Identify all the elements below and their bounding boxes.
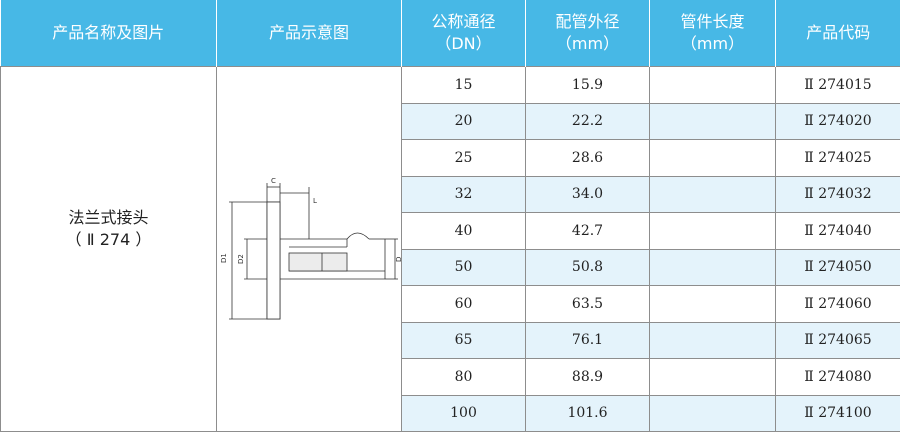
cell-code: Ⅱ 274032 xyxy=(776,176,900,213)
svg-text:L: L xyxy=(313,197,317,205)
cell-length xyxy=(650,359,776,396)
cell-length xyxy=(650,286,776,323)
cell-od: 22.2 xyxy=(526,103,650,140)
cell-od: 42.7 xyxy=(526,213,650,250)
cell-dn: 25 xyxy=(402,140,526,177)
cell-dn: 20 xyxy=(402,103,526,140)
cell-length xyxy=(650,249,776,286)
product-name: 法兰式接头 xyxy=(1,207,216,229)
cell-dn: 80 xyxy=(402,359,526,396)
cell-od: 15.9 xyxy=(526,67,650,104)
svg-text:D: D xyxy=(395,257,402,262)
cell-code: Ⅱ 274025 xyxy=(776,140,900,177)
cell-code: Ⅱ 274065 xyxy=(776,322,900,359)
cell-code: Ⅱ 274020 xyxy=(776,103,900,140)
cell-code: Ⅱ 274060 xyxy=(776,286,900,323)
cell-dn: 65 xyxy=(402,322,526,359)
cell-length xyxy=(650,140,776,177)
header-product-code: 产品代码 xyxy=(776,0,900,67)
table-row: 法兰式接头 （ Ⅱ 274 ） xyxy=(1,67,900,104)
diagram-cell: C D1 D2 D L xyxy=(217,67,402,432)
cell-od: 34.0 xyxy=(526,176,650,213)
flange-fitting-diagram: C D1 D2 D L xyxy=(217,67,402,431)
cell-dn: 32 xyxy=(402,176,526,213)
cell-od: 88.9 xyxy=(526,359,650,396)
product-name-cell: 法兰式接头 （ Ⅱ 274 ） xyxy=(1,67,217,432)
cell-od: 101.6 xyxy=(526,395,650,432)
header-fitting-length: 管件长度（mm） xyxy=(650,0,776,67)
header-row: 产品名称及图片 产品示意图 公称通径（DN） 配管外径（mm） 管件长度（mm）… xyxy=(1,0,900,67)
svg-text:D2: D2 xyxy=(237,254,245,264)
cell-code: Ⅱ 274040 xyxy=(776,213,900,250)
cell-dn: 40 xyxy=(402,213,526,250)
cell-dn: 50 xyxy=(402,249,526,286)
cell-od: 76.1 xyxy=(526,322,650,359)
cell-code: Ⅱ 274080 xyxy=(776,359,900,396)
cell-code: Ⅱ 274050 xyxy=(776,249,900,286)
cell-code: Ⅱ 274100 xyxy=(776,395,900,432)
cell-length xyxy=(650,395,776,432)
cell-od: 63.5 xyxy=(526,286,650,323)
cell-code: Ⅱ 274015 xyxy=(776,67,900,104)
cell-od: 28.6 xyxy=(526,140,650,177)
cell-dn: 15 xyxy=(402,67,526,104)
cell-od: 50.8 xyxy=(526,249,650,286)
product-series: （ Ⅱ 274 ） xyxy=(1,229,216,251)
cell-length xyxy=(650,103,776,140)
header-nominal-diameter: 公称通径（DN） xyxy=(402,0,526,67)
cell-dn: 60 xyxy=(402,286,526,323)
header-diagram: 产品示意图 xyxy=(217,0,402,67)
svg-text:D1: D1 xyxy=(220,253,228,263)
cell-dn: 100 xyxy=(402,395,526,432)
header-pipe-od: 配管外径（mm） xyxy=(526,0,650,67)
cell-length xyxy=(650,176,776,213)
cell-length xyxy=(650,67,776,104)
header-product-name: 产品名称及图片 xyxy=(1,0,217,67)
svg-text:C: C xyxy=(271,177,276,185)
cell-length xyxy=(650,322,776,359)
cell-length xyxy=(650,213,776,250)
